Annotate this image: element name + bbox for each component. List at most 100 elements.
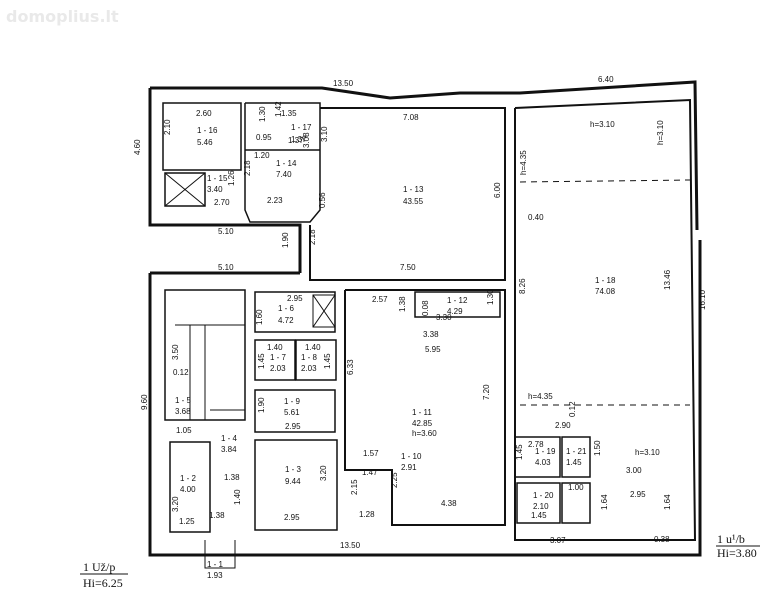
dimension-label: 1.90 xyxy=(257,397,266,413)
height-label: h=3.10 xyxy=(635,448,660,457)
room-area: 42.85 xyxy=(412,419,433,428)
room-area: 2.03 xyxy=(301,364,317,373)
room-id: 1 - 2 xyxy=(180,474,197,483)
room-area: 3.68 xyxy=(175,407,191,416)
dimension-label: 13.50 xyxy=(340,541,361,550)
room-id: 1 - 10 xyxy=(401,452,422,461)
room-id: 1 - 18 xyxy=(595,276,616,285)
dimension-label: 2.18 xyxy=(243,160,252,176)
dimension-label: 3.50 xyxy=(171,344,180,360)
dimension-label: 6.00 xyxy=(493,182,502,198)
room-area: 5.61 xyxy=(284,408,300,417)
dimension-label: 1.26 xyxy=(227,170,236,186)
dimension-label: 2.25 xyxy=(390,472,399,488)
dimension-label: 1.40 xyxy=(267,343,283,352)
dimension-label: 2.10 xyxy=(163,119,172,135)
room-id: 1 - 9 xyxy=(284,397,301,406)
dimension-label: 1.30 xyxy=(258,106,267,122)
dimension-label: 1.50 xyxy=(593,440,602,456)
room-id: 1 - 8 xyxy=(301,353,318,362)
height-labels: h=3.10 h=3.10 h=4.35 h=4.35 h=3.10 xyxy=(519,120,665,457)
dimension-label: 0.08 xyxy=(421,300,430,316)
dimension-label: 7.08 xyxy=(403,113,419,122)
dimension-label: 7.50 xyxy=(400,263,416,272)
dimension-label: 13.46 xyxy=(663,269,672,290)
dimension-label: 1.90 xyxy=(281,232,290,248)
dimension-label: 1.28 xyxy=(359,510,375,519)
dimension-label: 5.10 xyxy=(218,263,234,272)
room-id: 1 - 11 xyxy=(412,408,432,417)
dimension-label: 2.15 xyxy=(350,479,359,495)
room-labels: 1 - 16 5.46 1 - 17 1.37 1 - 15 3.40 1 - … xyxy=(175,123,616,580)
dimension-label: 2.95 xyxy=(284,513,300,522)
room-area: 5.46 xyxy=(197,138,213,147)
dimension-label: 2.90 xyxy=(555,421,571,430)
room-id: 1 - 16 xyxy=(197,126,218,135)
dimension-label: 6.33 xyxy=(346,359,355,375)
room-area: 4.29 xyxy=(447,307,463,316)
room-id: 1 - 20 xyxy=(533,491,554,500)
height-label: h=3.10 xyxy=(590,120,615,129)
dimension-label: 1.38 xyxy=(209,511,225,520)
room-area: 9.44 xyxy=(285,477,301,486)
walls xyxy=(80,80,760,575)
dimension-label: 0.38 xyxy=(654,535,670,544)
room-id: 1 - 13 xyxy=(403,185,424,194)
room-area: 1.37 xyxy=(291,135,307,144)
height-label: h=4.35 xyxy=(528,392,553,401)
dimension-label: 4.60 xyxy=(133,139,142,155)
dimension-label: 1.05 xyxy=(176,426,192,435)
dimension-label: 1.45 xyxy=(515,444,524,460)
room-area: 1.93 xyxy=(207,571,223,580)
dimension-label: 5.10 xyxy=(218,227,234,236)
dimension-label: 2.95 xyxy=(287,294,303,303)
height-label: h=4.35 xyxy=(519,150,528,175)
room-height: h=3.60 xyxy=(412,429,437,438)
room-area: 7.40 xyxy=(276,170,292,179)
dimension-label: 5.95 xyxy=(425,345,441,354)
room-id: 1 - 17 xyxy=(291,123,312,132)
dimension-label: 1.35 xyxy=(281,109,297,118)
room-id: 1 - 19 xyxy=(535,447,556,456)
dimension-label: 1.42 xyxy=(274,101,283,117)
dimension-label: 1.45 xyxy=(257,353,266,369)
room-id: 1 - 21 xyxy=(566,447,587,456)
dimension-label: 2.23 xyxy=(267,196,283,205)
room-id: 1 - 5 xyxy=(175,396,192,405)
room-area: 4.00 xyxy=(180,485,196,494)
dimension-label: 7.20 xyxy=(482,384,491,400)
dimension-label: 1.64 xyxy=(600,494,609,510)
dimension-label: 2.18 xyxy=(308,229,317,245)
dimension-label: 1.57 xyxy=(363,449,379,458)
dimension-label: 1.00 xyxy=(568,483,584,492)
floor-height-right: Hi=3.80 xyxy=(717,546,757,560)
dimension-label: 3.07 xyxy=(550,536,566,545)
dimension-label: 0.40 xyxy=(528,213,544,222)
room-area: 4.03 xyxy=(535,458,551,467)
dimension-label: 1.40 xyxy=(305,343,321,352)
dimension-label: 4.38 xyxy=(441,499,457,508)
watermark: domoplius.lt xyxy=(6,7,119,26)
dimension-label: 1.64 xyxy=(663,494,672,510)
dimension-label: 2.70 xyxy=(214,198,230,207)
room-area: 4.72 xyxy=(278,316,294,325)
dimension-label: 2.57 xyxy=(372,295,388,304)
dimension-label: 1.20 xyxy=(254,151,270,160)
room-area: 2.10 xyxy=(533,502,549,511)
floor-label-right: 1 u¹/b xyxy=(717,532,745,546)
dimension-label: 1.37 xyxy=(288,136,304,145)
dimension-label: 13.50 xyxy=(333,79,354,88)
dimension-label: 3.20 xyxy=(319,465,328,481)
dimension-label: 2.78 xyxy=(528,440,544,449)
room-area: 43.55 xyxy=(403,197,424,206)
dimension-label: 3.30 xyxy=(436,313,452,322)
floor-height-left: Hi=6.25 xyxy=(83,576,123,590)
dimension-label: 1.45 xyxy=(323,353,332,369)
dimension-label: 1.30 xyxy=(486,289,495,305)
dimension-label: 0.56 xyxy=(318,192,327,208)
room-id: 1 - 15 xyxy=(207,174,228,183)
dimension-label: 3.08 xyxy=(302,132,311,148)
dimension-label: 2.95 xyxy=(285,422,301,431)
dimension-label: 2.95 xyxy=(630,490,646,499)
dimension-label: 6.40 xyxy=(598,75,614,84)
